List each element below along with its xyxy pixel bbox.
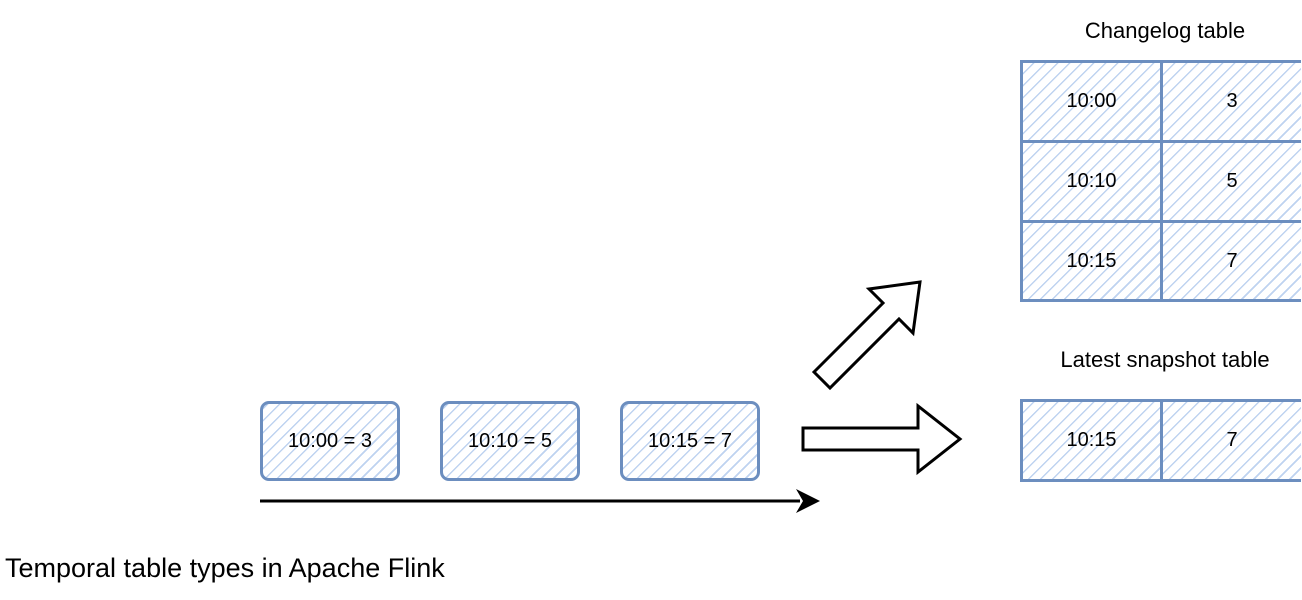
event-label: 10:15 = 7 [648,429,732,452]
diagram-caption: Temporal table types in Apache Flink [5,553,445,583]
snapshot-table-title: Latest snapshot table [1060,347,1270,372]
table-cell: 10:15 [1023,223,1163,299]
event-box-1010: 10:10 = 5 [440,401,580,481]
changelog-table: 10:00 3 10:10 5 10:15 7 [1020,60,1301,302]
event-box-1000: 10:00 = 3 [260,401,400,481]
changelog-table-title: Changelog table [1084,18,1246,43]
timeline-arrow [260,489,820,513]
event-box-1015: 10:15 = 7 [620,401,760,481]
table-cell: 7 [1163,402,1301,479]
changelog-block-arrow [811,280,922,391]
table-cell: 10:10 [1023,143,1163,223]
table-cell: 7 [1163,223,1301,299]
table-cell: 5 [1163,143,1301,223]
event-label: 10:10 = 5 [468,429,552,452]
table-cell: 10:15 [1023,402,1163,479]
table-cell: 10:00 [1023,63,1163,143]
snapshot-block-arrow [801,402,963,476]
table-cell: 3 [1163,63,1301,143]
event-label: 10:00 = 3 [288,429,372,452]
snapshot-table: 10:15 7 [1020,399,1301,482]
